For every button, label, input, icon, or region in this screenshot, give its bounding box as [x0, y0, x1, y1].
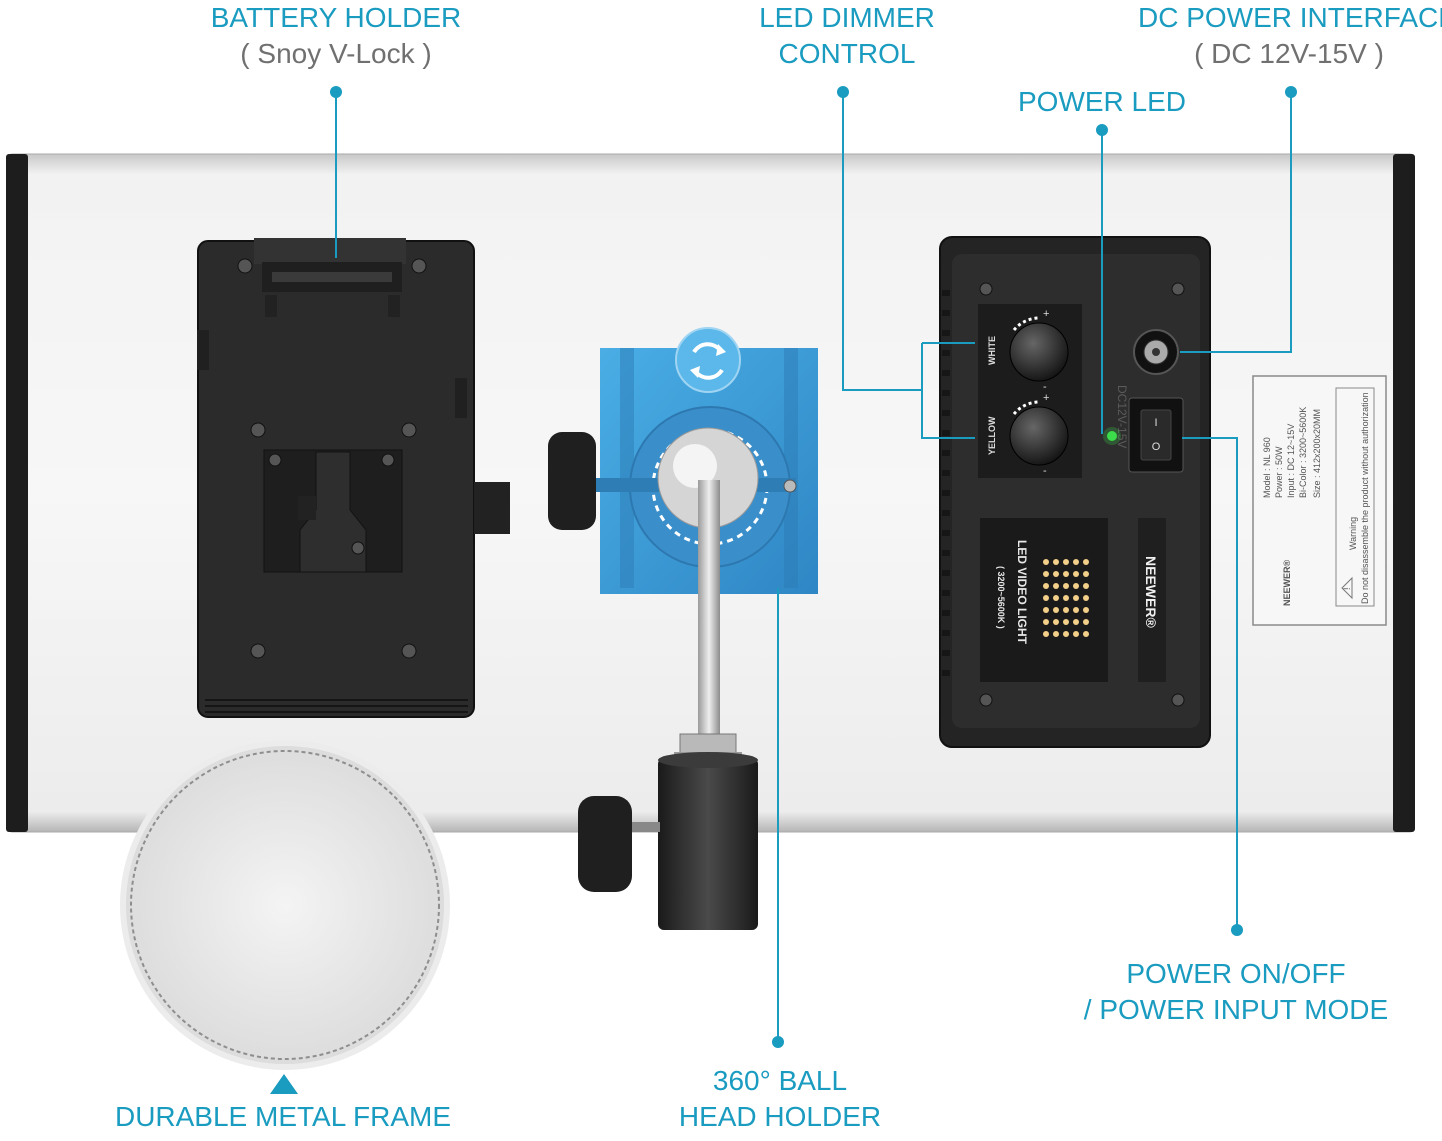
led-matrix-icon: [1043, 559, 1089, 637]
callout-battery-title: BATTERY HOLDER: [210, 2, 462, 33]
dc-voltage-marking: DC12V-15V: [1115, 385, 1129, 448]
knob-minus-bottom: -: [1043, 465, 1047, 477]
spec-size: Size : 412x200x20MM: [1312, 409, 1322, 498]
spec-warning-symbol: !: [1342, 587, 1352, 590]
ball-head-mount: [548, 327, 818, 930]
spec-power: Power : 50W: [1274, 446, 1284, 498]
spec-brand: NEEWER®: [1282, 559, 1292, 606]
callout-frame-title: DURABLE METAL FRAME: [114, 1101, 452, 1132]
callout-dots: [330, 86, 1297, 1048]
power-led-indicator: [1107, 431, 1117, 441]
spec-warning-title: Warning: [1348, 517, 1358, 550]
callout-metal-frame: DURABLE METAL FRAME: [108, 1099, 458, 1135]
callout-power-led-title: POWER LED: [1017, 86, 1187, 117]
switch-on-mark: I: [1154, 417, 1157, 429]
callout-battery-holder: BATTERY HOLDER ( Snoy V-Lock ): [196, 0, 476, 72]
callout-dc-sub: ( DC 12V-15V ): [1194, 38, 1384, 69]
spec-model: Model : NL 960: [1262, 437, 1272, 498]
product-label-line1: LED VIDEO LIGHT: [1015, 540, 1029, 645]
callout-ballhead-line2: HEAD HOLDER: [678, 1101, 882, 1132]
callout-power-led: POWER LED: [1002, 84, 1202, 120]
callout-switch-line2: / POWER INPUT MODE: [1083, 994, 1389, 1025]
white-dimmer-knob[interactable]: [1009, 316, 1069, 382]
product-label-line2: ( 3200~5600K ): [996, 566, 1006, 629]
callout-power-switch: POWER ON/OFF / POWER INPUT MODE: [1080, 956, 1392, 1028]
spec-label-sticker: NEEWER® Model : NL 960 Power : 50W Input…: [1252, 375, 1387, 626]
spec-bicolor: Bi-Color : 3200~5600K: [1298, 407, 1308, 498]
callout-dc-power: DC POWER INTERFACE ( DC 12V-15V ): [1138, 0, 1442, 72]
callout-dc-title: DC POWER INTERFACE: [1138, 2, 1442, 33]
callout-dimmer-line1: LED DIMMER: [759, 2, 935, 33]
knob-plus-bottom: +: [1043, 392, 1049, 404]
callout-led-dimmer: LED DIMMER CONTROL: [727, 0, 967, 72]
spec-warning-text: Do not disassemble the product without a…: [1360, 392, 1370, 604]
callout-switch-line1: POWER ON/OFF: [1126, 958, 1346, 989]
knob-label-yellow: YELLOW: [987, 416, 997, 455]
battery-holder-plate: [197, 238, 510, 718]
triangle-up-icon: [270, 1074, 298, 1094]
knob-label-white: WHITE: [987, 336, 997, 365]
callout-lines: [335, 92, 1292, 1040]
rotate-icon: [690, 342, 726, 380]
callout-battery-sub: ( Snoy V-Lock ): [240, 38, 432, 69]
knob-minus-top: -: [1043, 381, 1047, 393]
callout-ballhead-line1: 360° BALL: [712, 1065, 848, 1096]
knob-plus-top: +: [1043, 308, 1049, 320]
callout-dimmer-line2: CONTROL: [778, 38, 916, 69]
callout-ball-head: 360° BALL HEAD HOLDER: [660, 1063, 900, 1135]
spec-input: Input : DC 12~15V: [1286, 424, 1296, 498]
control-box: + - + - WHITE YELLOW DC12V-15V I O: [939, 236, 1211, 748]
yellow-dimmer-knob[interactable]: [1009, 400, 1069, 466]
switch-off-mark: O: [1152, 441, 1161, 453]
panel-brand: NEEWER®: [1143, 556, 1159, 628]
metal-frame-closeup: [120, 740, 450, 1070]
dc-power-port[interactable]: [1133, 329, 1179, 375]
warning-triangle-icon: [1341, 576, 1353, 600]
power-switch[interactable]: [1128, 397, 1184, 473]
